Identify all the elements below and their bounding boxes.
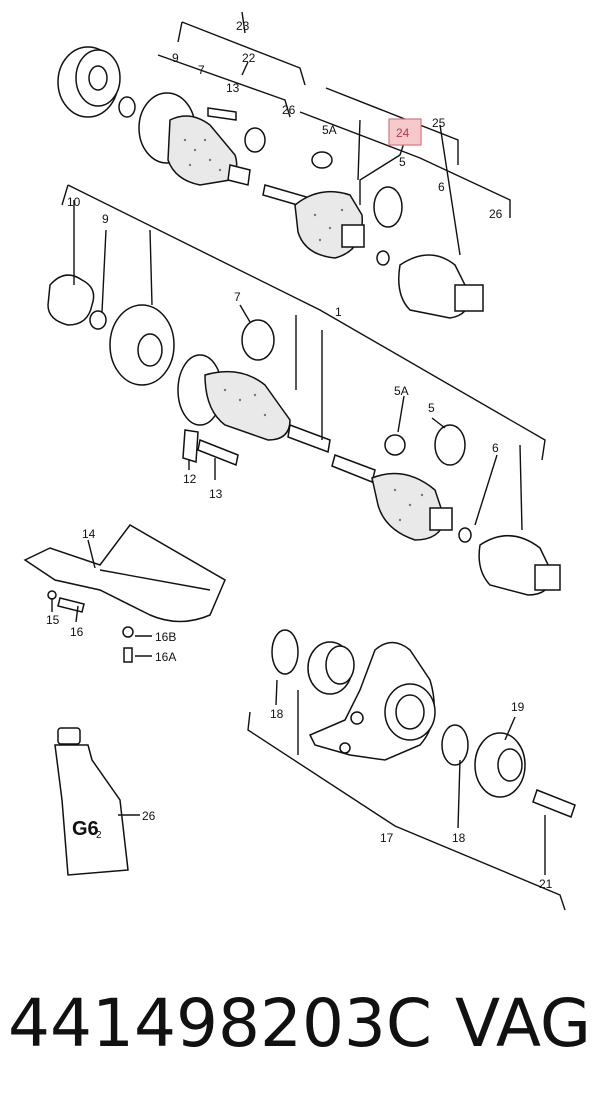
callout-7b: 7 xyxy=(234,290,241,304)
clamp-5-lower xyxy=(434,424,466,466)
boot-lower xyxy=(177,354,291,441)
circlip-9-lower xyxy=(89,310,107,330)
clamp-7-upper xyxy=(244,127,266,153)
callout-13a: 13 xyxy=(226,81,240,95)
callout-19: 19 xyxy=(511,700,525,714)
shaft-lower xyxy=(287,423,331,454)
footer: 441498203C VAG xyxy=(0,975,600,1085)
callout-5b: 5 xyxy=(428,401,435,415)
wheel-bearing-housing xyxy=(308,641,436,761)
bolt-13-upper xyxy=(207,107,237,121)
callout-9b: 9 xyxy=(102,212,109,226)
callout-21: 21 xyxy=(539,877,553,891)
callout-26a: 26 xyxy=(282,103,296,117)
callout-14: 14 xyxy=(82,527,96,541)
wheel-hub-19 xyxy=(474,732,526,798)
washer-16B xyxy=(122,626,134,638)
gasket-10 xyxy=(47,274,95,326)
callout-26b: 26 xyxy=(489,207,503,221)
callout-16: 16 xyxy=(70,625,84,639)
outer-boot-lower xyxy=(478,534,561,596)
hub-bolt-21 xyxy=(532,789,576,818)
callout-26c: 26 xyxy=(142,809,156,823)
callout-18a: 18 xyxy=(270,707,284,721)
callout-5A-upper: 5A xyxy=(322,123,337,137)
callout-25: 25 xyxy=(432,116,446,130)
circlip-6-lower xyxy=(458,527,472,543)
callout-24: 24 xyxy=(396,126,410,140)
callout-15: 15 xyxy=(46,613,60,627)
circlip-upper xyxy=(118,96,136,118)
callout-1: 1 xyxy=(335,305,342,319)
clip-15 xyxy=(47,590,57,600)
clamp-7-lower xyxy=(241,319,275,361)
callout-13b: 13 xyxy=(209,487,223,501)
outer-cv-joint-upper xyxy=(57,46,121,118)
callout-9a: 9 xyxy=(172,51,179,65)
clamp-5A-lower xyxy=(384,434,406,456)
circlip-18-right xyxy=(441,724,469,766)
callout-23: 23 xyxy=(236,19,250,33)
callout-10: 10 xyxy=(67,195,81,209)
brand-name: VAG xyxy=(455,985,592,1062)
outer-cv-joint-lower xyxy=(109,304,175,386)
upper-shaft-assembly xyxy=(57,46,484,319)
part-number: 441498203C xyxy=(8,985,433,1062)
inner-cv-boot-lower xyxy=(331,454,453,541)
boot-upper xyxy=(138,92,251,186)
callout-7a: 7 xyxy=(198,63,205,77)
lock-plate-12 xyxy=(182,429,199,463)
bolt-16A xyxy=(123,647,133,663)
callout-5a: 5 xyxy=(399,155,406,169)
grease-tube: G6 2 xyxy=(54,727,129,876)
clamp-5A-upper xyxy=(311,151,333,169)
circlip-18-left xyxy=(271,629,299,675)
callout-labels: 23 22 9 7 13 26 5A 24 25 5 6 26 10 9 7 1… xyxy=(46,19,553,891)
exploded-parts-diagram: G6 2 xyxy=(23,11,576,911)
callout-16B: 16B xyxy=(155,630,176,644)
highlight-box-24 xyxy=(388,118,422,146)
lower-shaft-assembly xyxy=(47,274,561,596)
hub-assembly xyxy=(271,629,576,818)
callout-6a: 6 xyxy=(438,180,445,194)
bracket-lines xyxy=(51,11,566,911)
grease-tube-sub: 2 xyxy=(96,830,102,841)
callout-5A-lower: 5A xyxy=(394,384,409,398)
callout-6b: 6 xyxy=(492,441,499,455)
grease-tube-label: G6 xyxy=(72,818,99,840)
inner-cv-boot-upper xyxy=(294,190,365,259)
circlip-6-upper xyxy=(376,250,390,266)
bolt-16 xyxy=(57,597,85,613)
wheel-bearing xyxy=(307,641,355,695)
outer-boot-25 xyxy=(398,254,484,319)
callout-16A: 16A xyxy=(155,650,176,664)
callout-17: 17 xyxy=(380,831,394,845)
clamp-5-upper xyxy=(373,186,403,228)
callout-22: 22 xyxy=(242,51,256,65)
underbody-guard xyxy=(23,524,226,663)
bolt-13-lower xyxy=(197,438,239,467)
callout-12: 12 xyxy=(183,472,197,486)
callout-18b: 18 xyxy=(452,831,466,845)
